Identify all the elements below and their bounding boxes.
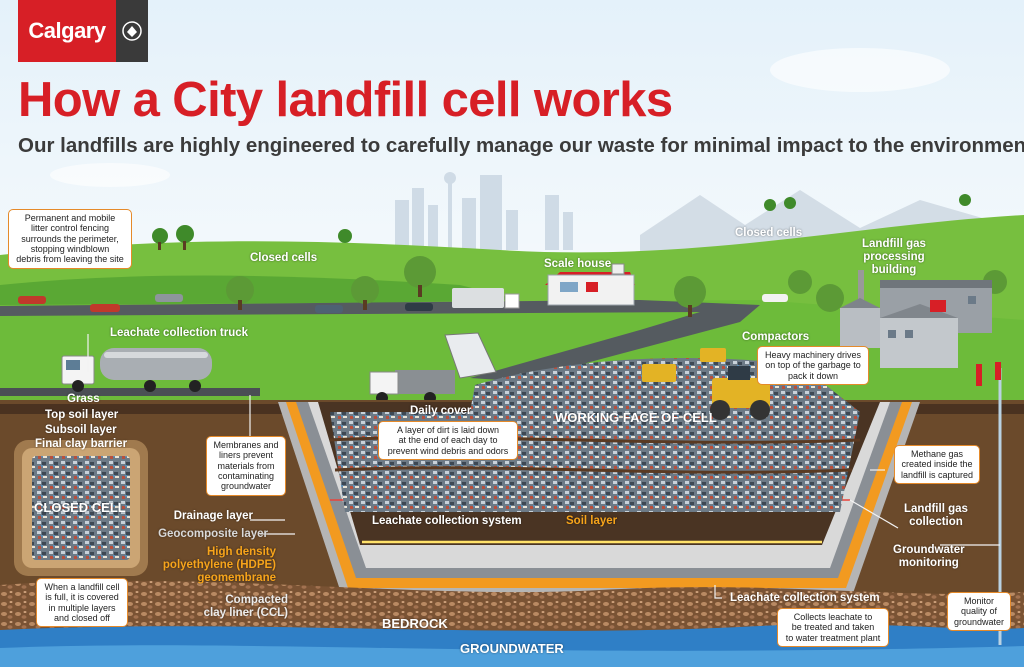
city-crest-icon [116, 0, 148, 62]
page-subtitle: Our landfills are highly engineered to c… [18, 134, 1024, 157]
cloud [50, 163, 170, 187]
label-closed-cell: CLOSED CELL [34, 500, 126, 515]
lower-road [0, 388, 260, 396]
label-subsoil: Subsoil layer [45, 424, 117, 436]
note-compactors: Heavy machinery drives on top of the gar… [757, 346, 869, 386]
label-grass: Grass [67, 393, 100, 405]
compactor-machine [642, 348, 770, 420]
label-ccl: Compacted clay liner (CCL) [203, 594, 288, 620]
bedrock-layer [0, 580, 1024, 640]
label-closed-cells-right: Closed cells [735, 227, 803, 239]
note-closed-cell: When a landfill cell is full, it is cove… [36, 578, 128, 628]
label-groundwater-monitoring: Groundwater monitoring [893, 544, 965, 570]
label-geocomposite-layer: Geocomposite layer [158, 528, 268, 540]
city-skyline [395, 172, 573, 250]
label-final-clay: Final clay barrier [35, 438, 128, 450]
monitoring-well-cap [976, 364, 982, 386]
label-bedrock: BEDROCK [382, 616, 448, 631]
label-scale-house: Scale house [544, 258, 612, 270]
label-daily-cover: Daily cover [410, 405, 472, 417]
note-methane: Methane gas created inside the landfill … [894, 445, 980, 485]
label-landfill-gas-building: Landfill gas processing building [862, 238, 926, 277]
note-leachate: Collects leachate to be treated and take… [777, 608, 889, 648]
page-title: How a City landfill cell works [18, 73, 673, 127]
label-leachate-system-inner: Leachate collection system [372, 515, 522, 527]
monitoring-well-cap [995, 362, 1001, 380]
label-leachate-system-outer: Leachate collection system [730, 592, 880, 604]
note-membranes: Membranes and liners prevent materials f… [206, 436, 286, 496]
label-top-soil: Top soil layer [45, 409, 119, 421]
label-leachate-truck: Leachate collection truck [110, 327, 249, 339]
calgary-logo[interactable]: Calgary [18, 0, 116, 62]
label-compactors: Compactors [742, 331, 810, 343]
note-monitor: Monitor quality of groundwater [947, 592, 1011, 632]
cloud [770, 48, 950, 92]
scale-house [545, 263, 635, 306]
daily-cover-layer [334, 466, 853, 474]
label-landfill-gas-collection: Landfill gas collection [904, 503, 968, 529]
label-groundwater: GROUNDWATER [460, 641, 564, 656]
label-working-face: WORKING FACE OF CELL [555, 410, 717, 425]
note-daily-cover: A layer of dirt is laid down at the end … [378, 421, 518, 461]
groundwater-highlight [0, 645, 1024, 667]
label-drainage-layer: Drainage layer [173, 510, 253, 522]
label-hdpe: High density polyethylene (HDPE) geomemb… [162, 546, 276, 585]
road [0, 300, 760, 380]
trees [152, 194, 1007, 317]
note-fencing: Permanent and mobile litter control fenc… [8, 209, 132, 269]
hill-shade [0, 275, 520, 310]
label-soil-layer: Soil layer [566, 515, 618, 527]
dump-truck [369, 332, 497, 404]
leader-lines [87, 334, 1000, 599]
closed-cell-garbage [32, 456, 130, 560]
landfill-gas-building [840, 270, 992, 368]
road-vehicles [18, 288, 788, 313]
label-closed-cells-left: Closed cells [250, 252, 318, 264]
leachate-collection-truck [61, 348, 212, 392]
